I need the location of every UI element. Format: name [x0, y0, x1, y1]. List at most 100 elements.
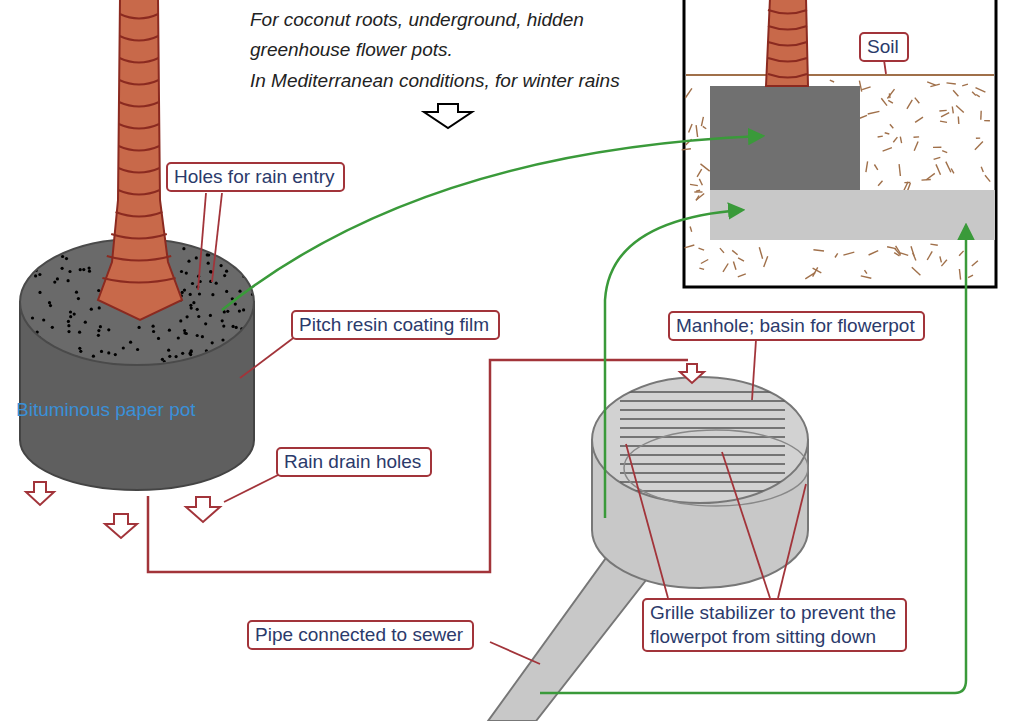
- rain-hole: [69, 315, 72, 318]
- rain-hole: [39, 254, 42, 257]
- soil-grain: [830, 80, 834, 82]
- soil-grain: [878, 135, 883, 137]
- rain-hole: [229, 342, 232, 345]
- rain-hole: [189, 353, 192, 356]
- soil-grain: [980, 111, 982, 120]
- rain-hole: [222, 246, 225, 249]
- rain-hole: [223, 310, 226, 313]
- rain-hole: [226, 353, 229, 356]
- rain-hole: [225, 290, 228, 293]
- soil-grain: [868, 111, 880, 114]
- rain-hole: [242, 308, 245, 311]
- soil-grain: [953, 90, 958, 96]
- rain-hole: [122, 346, 125, 349]
- rain-hole: [56, 277, 59, 280]
- rain-hole: [244, 340, 247, 343]
- rain-hole: [38, 241, 41, 244]
- rain-hole: [242, 275, 245, 278]
- soil-grain: [930, 244, 937, 245]
- rain-hole: [168, 355, 171, 358]
- rain-hole: [231, 247, 234, 250]
- soil-grain: [915, 98, 920, 104]
- soil-grain: [701, 164, 710, 171]
- soil-grain: [690, 227, 692, 232]
- rain-hole: [21, 257, 24, 260]
- rain-hole: [77, 297, 80, 300]
- soil-grain: [956, 106, 964, 113]
- rain-hole: [67, 279, 70, 282]
- rain-hole: [36, 250, 39, 253]
- rain-hole: [25, 352, 28, 355]
- rain-hole: [78, 347, 81, 350]
- soil-grain: [890, 124, 893, 128]
- rain-hole: [224, 255, 227, 258]
- rain-hole: [167, 349, 170, 352]
- callout-box: Grille stabilizer to prevent the flowerp…: [642, 598, 907, 652]
- rain-hole: [211, 293, 214, 296]
- soil-grain: [694, 191, 702, 192]
- soil-grain: [907, 100, 912, 109]
- soil-grain: [959, 269, 960, 280]
- rain-hole: [21, 344, 24, 347]
- grille-bar: [620, 481, 785, 483]
- trunk-ring: [119, 146, 160, 151]
- trunk-ring: [119, 80, 159, 85]
- callout-box: Manhole; basin for flowerpot: [668, 311, 925, 341]
- soil-grain: [894, 253, 899, 256]
- trunk-ring: [768, 58, 807, 62]
- node-text: Rain drain holes: [284, 450, 424, 474]
- grille-bar: [620, 436, 785, 438]
- soil-grain: [889, 93, 891, 98]
- rain-hole: [50, 247, 53, 250]
- rain-hole: [107, 328, 110, 331]
- soil-grain: [685, 245, 695, 248]
- rain-hole: [38, 291, 41, 294]
- rain-hole: [187, 260, 190, 263]
- coconut-trunk: [98, 0, 182, 320]
- rain-hole: [50, 358, 53, 361]
- soil-grain: [888, 100, 893, 103]
- rain-hole: [23, 271, 26, 274]
- soil-grain: [843, 252, 854, 255]
- rain-hole: [228, 245, 231, 248]
- soil-grain: [878, 181, 882, 186]
- callout-box: Holes for rain entry: [166, 162, 345, 192]
- leader-lines: [198, 60, 886, 664]
- node-text: Pipe connected to sewer: [255, 623, 466, 647]
- rain-hole: [107, 351, 110, 354]
- soil-grain: [927, 82, 935, 85]
- rain-hole: [67, 324, 70, 327]
- rain-hole: [163, 360, 166, 363]
- soil-grain: [940, 121, 947, 122]
- rain-hole: [199, 360, 202, 363]
- rain-hole: [46, 342, 49, 345]
- rain-hole: [61, 267, 64, 270]
- rain-hole: [217, 363, 220, 366]
- rain-hole: [189, 293, 192, 296]
- rain-hole: [207, 253, 210, 256]
- rain-hole: [84, 321, 87, 324]
- rain-hole: [231, 247, 234, 250]
- soil-grain: [939, 110, 946, 112]
- rain-hole: [181, 352, 184, 355]
- manhole-basin: [592, 377, 808, 588]
- rain-hole: [177, 336, 180, 339]
- soil-grain: [887, 89, 894, 98]
- soil-grain: [946, 162, 951, 173]
- node-text: Pitch resin coating film: [299, 313, 492, 337]
- trunk-ring: [120, 36, 159, 41]
- soil-grain: [940, 256, 942, 262]
- soil-grain: [699, 248, 705, 250]
- soil-grain: [976, 95, 980, 97]
- rain-hole: [249, 364, 252, 367]
- rain-hole: [222, 325, 225, 328]
- rain-hole: [33, 336, 36, 339]
- soil-grain: [699, 268, 704, 269]
- grille-bar: [620, 409, 785, 411]
- rain-hole: [88, 270, 91, 273]
- rain-hole: [242, 338, 245, 341]
- rain-hole: [238, 290, 241, 293]
- rain-hole: [220, 264, 223, 267]
- rain-hole: [197, 361, 200, 364]
- soil-grain: [861, 276, 872, 278]
